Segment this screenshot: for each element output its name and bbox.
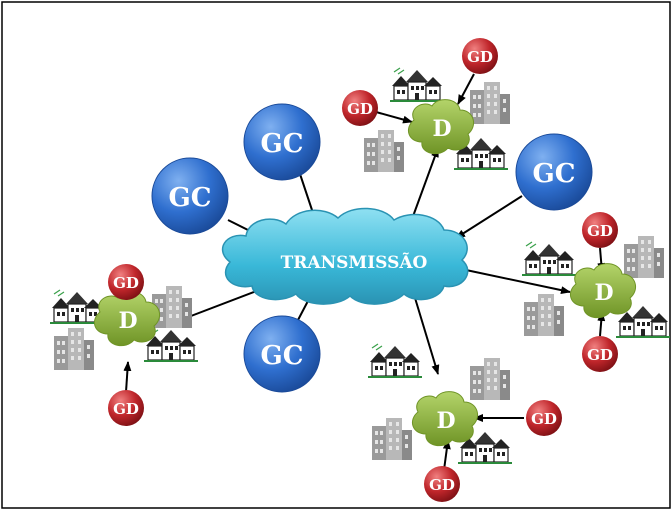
gd-label: GD: [347, 100, 373, 118]
gd-node: GD: [582, 212, 618, 248]
gd-node: GD: [462, 38, 498, 74]
gd-node: GD: [342, 90, 378, 126]
arrow-transmission-to-d-bottom: [411, 287, 440, 375]
d-label: D: [118, 308, 137, 334]
gc-label: GC: [533, 159, 576, 189]
arrow-gd-to-d-bottom-2: [442, 439, 451, 471]
gd-label: GD: [113, 274, 139, 292]
gd-label: GD: [587, 222, 613, 240]
arrow-gc-right-to-transmission: [455, 195, 523, 239]
gc-label: GC: [169, 183, 212, 213]
gc-node-left: GC: [151, 157, 229, 235]
gc-node-bottom: GC: [243, 315, 321, 393]
gd-node: GD: [526, 400, 562, 436]
gd-node: GD: [108, 390, 144, 426]
gd-label: GD: [429, 476, 455, 494]
d-label: D: [594, 280, 613, 306]
gd-node: GD: [582, 336, 618, 372]
arrow-gd-to-d-left-2: [123, 361, 132, 393]
transmission-cloud: TRANSMISSÃO: [222, 207, 469, 305]
arrow-gd-to-d-top-2: [375, 111, 413, 124]
distribution-node: [411, 391, 479, 447]
gc-label: GC: [261, 129, 304, 159]
gd-label: GD: [113, 400, 139, 418]
distribution-node: [407, 99, 475, 155]
gd-label: GD: [531, 410, 557, 428]
distribution-cluster-right: D GD GD: [521, 212, 671, 372]
arrow-gd-to-d-top-1: [457, 73, 475, 105]
gd-node: GD: [424, 466, 460, 502]
gd-label: GD: [467, 48, 493, 66]
d-label: D: [436, 408, 455, 434]
distribution-cluster-left: D GD GD: [49, 264, 199, 426]
arrow-transmission-to-d-right: [465, 269, 571, 295]
gd-node: GD: [108, 264, 144, 300]
distribution-cluster-bottom: D GD GD: [367, 343, 562, 502]
distribution-node: [569, 263, 637, 319]
gd-label: GD: [587, 346, 613, 364]
gc-node-right: GC: [515, 133, 593, 211]
gc-node-top: GC: [243, 103, 321, 181]
d-label: D: [432, 116, 451, 142]
gc-label: GC: [261, 341, 304, 371]
transmission-label: TRANSMISSÃO: [281, 251, 428, 273]
distribution-cluster-top: D GD GD: [342, 38, 510, 172]
